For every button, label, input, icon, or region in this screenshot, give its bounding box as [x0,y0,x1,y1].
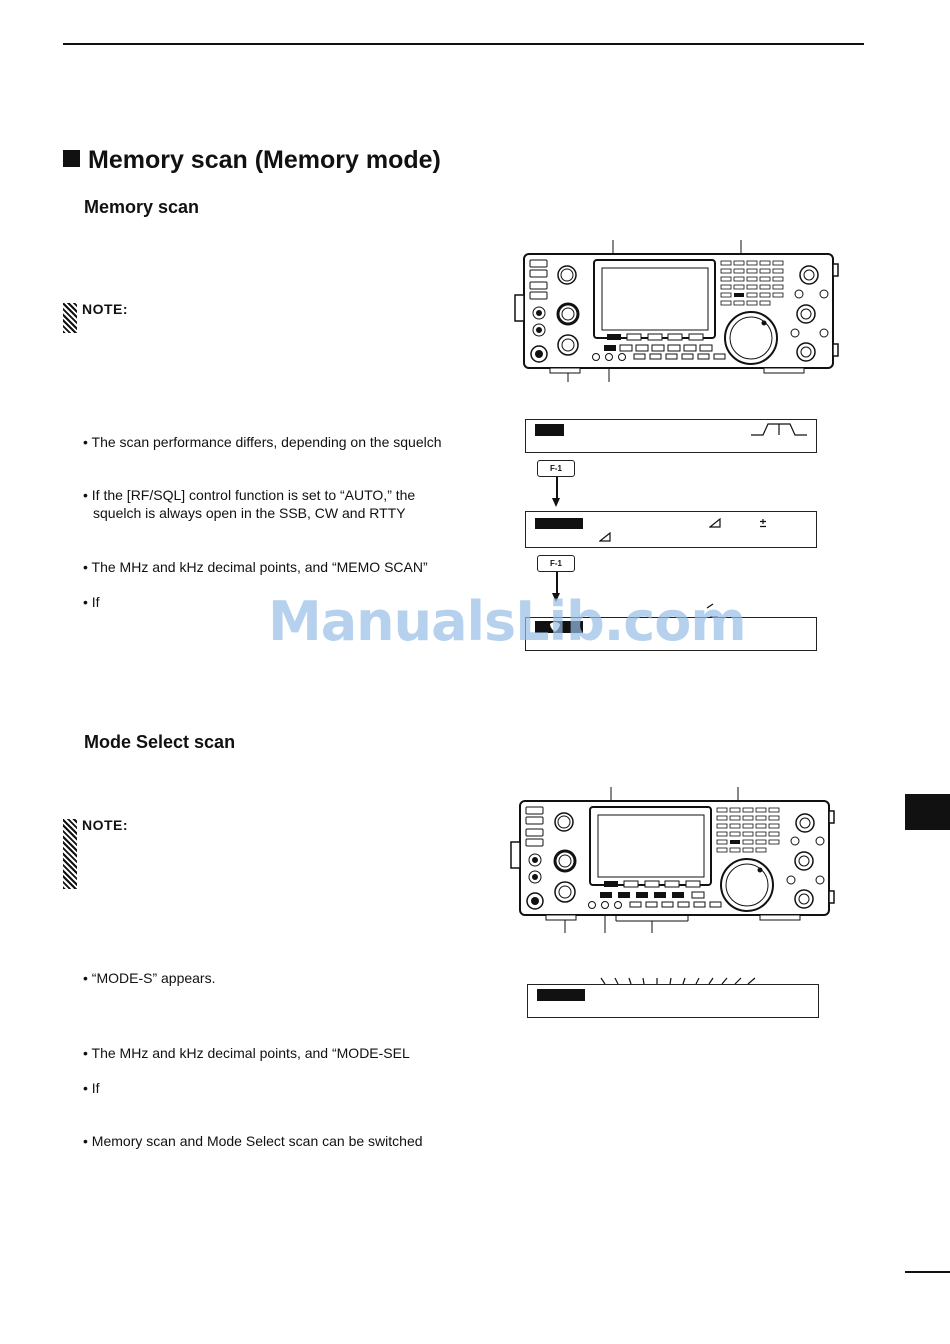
f1-key[interactable]: F-1 [537,555,575,572]
lcd-segment-block [535,424,564,436]
delta-icon [599,532,611,542]
arrow-down-icon [556,477,558,499]
lcd-segment-block [535,518,583,529]
note-label: NOTE: [82,301,129,317]
bullet-if: • If [83,1080,100,1096]
heart-icon [550,622,560,632]
bullet-mode-s: • “MODE-S” appears. [83,970,216,986]
bullet-rfsql: • If the [RF/SQL] control function is se… [83,487,416,521]
lcd-display-2 [525,511,817,548]
note-hatch-icon [63,303,77,333]
radio-front-panel-illustration [514,240,839,382]
arrow-head-icon [552,593,560,602]
note-hatch-icon [63,819,77,889]
delta-icon [709,518,721,528]
lcd-segment-block [537,989,585,1001]
bullet-squelch: • The scan performance differs, dependin… [83,434,442,450]
bullet-decimal-points: • The MHz and kHz decimal points, and “M… [83,559,428,575]
square-bullet-icon [63,150,80,167]
mode-select-scan-heading: Mode Select scan [84,732,236,752]
plus-minus-icon [760,519,766,528]
radio-front-panel-illustration [510,787,835,933]
lcd-display-4 [527,984,819,1018]
f1-key[interactable]: F-1 [537,460,575,477]
watermark: ManualsLib.com [268,590,747,653]
arrow-head-icon [552,498,560,507]
bullet-decimal-points: • The MHz and kHz decimal points, and “M… [83,1045,410,1061]
lcd-display-3 [525,617,817,651]
section-title: Memory scan (Memory mode) [63,146,441,175]
bullet-switch: • Memory scan and Mode Select scan can b… [83,1133,423,1149]
top-rule [63,43,864,45]
arrow-down-icon [556,572,558,594]
chapter-tab [905,794,950,830]
memory-scan-heading: Memory scan [84,197,200,217]
page-number-rule [905,1271,950,1273]
bullet-if: • If [83,594,100,610]
lcd-display-1 [525,419,817,453]
note-label: NOTE: [82,817,129,833]
filter-shape-icon [751,423,807,436]
